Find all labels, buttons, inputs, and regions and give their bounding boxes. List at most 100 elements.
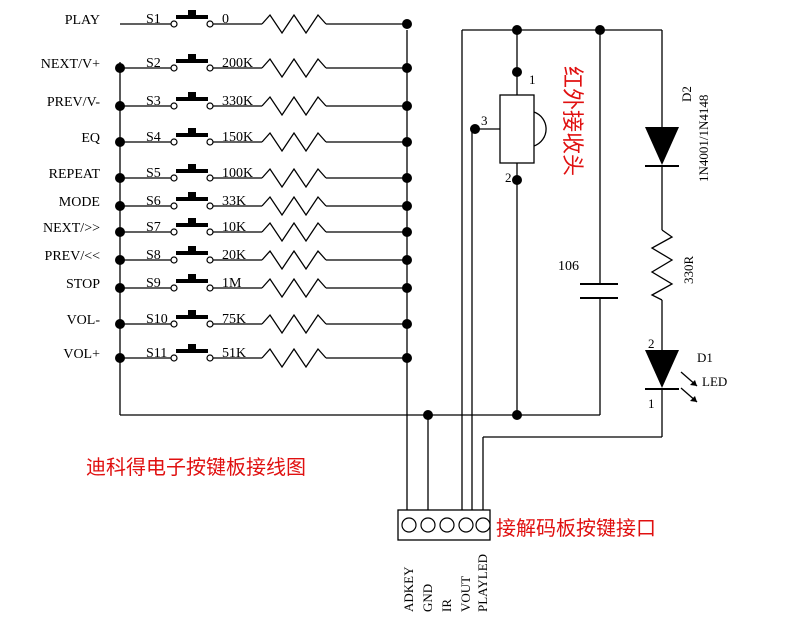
switch-contact: [206, 102, 214, 110]
ir-pin3-label: 3: [481, 113, 488, 128]
junction-dot: [423, 410, 433, 420]
switch-cap: [188, 310, 196, 315]
connector-pin-label: VOUT: [458, 576, 473, 612]
resistor-value-label: 330K: [222, 94, 253, 109]
resistor: [261, 95, 327, 117]
led-arrow-head-2: [690, 396, 697, 402]
key-name-label: STOP: [66, 277, 100, 292]
switch-cap: [188, 10, 196, 15]
switch-cap: [188, 54, 196, 59]
ir-pin1-label: 1: [529, 72, 536, 87]
switch-contact: [170, 228, 178, 236]
ir-pin1-dot: [512, 67, 522, 77]
connector-pin: [475, 517, 491, 533]
right-rail-dot: [402, 101, 412, 111]
led-arrow-head-1: [690, 380, 697, 386]
resistor-value-label: 10K: [222, 220, 246, 235]
switch-bar: [176, 15, 208, 19]
switch-row: VOL+ S11 51K: [63, 344, 412, 369]
led-pin1-label: 1: [648, 396, 655, 411]
connector-label: 接解码板按键接口: [496, 516, 656, 540]
key-name-label: NEXT/>>: [43, 221, 100, 236]
switch-contact: [170, 256, 178, 264]
switch-cap: [188, 344, 196, 349]
ir-pin2-label: 2: [505, 170, 512, 185]
switch-contact: [170, 138, 178, 146]
resistor: [261, 347, 327, 369]
right-rail-dot: [402, 227, 412, 237]
switch-contact: [170, 320, 178, 328]
resistor-value-label: 33K: [222, 194, 246, 209]
key-name-label: PLAY: [65, 13, 100, 28]
resistor: [261, 221, 327, 243]
switch-cap: [188, 218, 196, 223]
key-name-label: REPEAT: [49, 167, 101, 182]
switch-cap: [188, 192, 196, 197]
switch-contact: [170, 64, 178, 72]
switch-bar: [176, 315, 208, 319]
switch-ref-label: S1: [146, 12, 161, 27]
key-name-label: PREV/V-: [47, 95, 101, 110]
right-rail-dot: [402, 201, 412, 211]
switch-ref-label: S7: [146, 220, 161, 235]
ir-receiver-body: [499, 94, 535, 164]
key-name-label: PREV/<<: [45, 249, 101, 264]
switch-cap: [188, 128, 196, 133]
key-name-label: EQ: [81, 131, 100, 146]
resistor-value-label: 100K: [222, 166, 253, 181]
right-rail-dot: [402, 19, 412, 29]
diode-d2-ref: D2: [679, 86, 694, 102]
switch-ref-label: S8: [146, 248, 161, 263]
switch-contact: [170, 354, 178, 362]
resistor: [261, 195, 327, 217]
switch-contact: [170, 202, 178, 210]
right-rail-dot: [402, 319, 412, 329]
switch-ref-label: S11: [146, 346, 167, 361]
ir-receiver-lens: [533, 111, 547, 147]
resistor-330r: [650, 229, 674, 301]
switch-contact: [170, 20, 178, 28]
switch-ref-label: S5: [146, 166, 161, 181]
key-name-label: VOL+: [63, 347, 100, 362]
resistor-value-label: 150K: [222, 130, 253, 145]
resistor-value-label: 0: [222, 12, 229, 27]
resistor: [261, 249, 327, 271]
switch-bar: [176, 133, 208, 137]
diagram-title: 迪科得电子按键板接线图: [86, 455, 306, 479]
switch-bar: [176, 279, 208, 283]
switch-cap: [188, 246, 196, 251]
switch-row: REPEAT S5 100K: [49, 164, 412, 189]
connector-pin: [458, 517, 474, 533]
resistor: [261, 13, 327, 35]
connector-pin: [439, 517, 455, 533]
switch-ref-label: S6: [146, 194, 161, 209]
right-rail-dot: [402, 353, 412, 363]
connector-pin-label: GND: [420, 584, 435, 612]
resistor: [261, 313, 327, 335]
switch-bar: [176, 59, 208, 63]
resistor-value-label: 51K: [222, 346, 246, 361]
switch-contact: [206, 354, 214, 362]
switch-bar: [176, 197, 208, 201]
switch-contact: [170, 284, 178, 292]
switch-contact: [206, 228, 214, 236]
switch-contact: [206, 256, 214, 264]
switch-bar: [176, 251, 208, 255]
connector-pin: [401, 517, 417, 533]
switch-row: NEXT/>> S7 10K: [43, 218, 412, 243]
junction-dot: [512, 25, 522, 35]
led-d1-label: LED: [702, 374, 727, 389]
switch-row: PLAY S1 0: [65, 10, 412, 35]
switch-bar: [176, 349, 208, 353]
right-rail-dot: [402, 255, 412, 265]
switch-contact: [206, 64, 214, 72]
switch-cap: [188, 92, 196, 97]
switch-contact: [206, 284, 214, 292]
connector-pin-label: IR: [439, 599, 454, 612]
